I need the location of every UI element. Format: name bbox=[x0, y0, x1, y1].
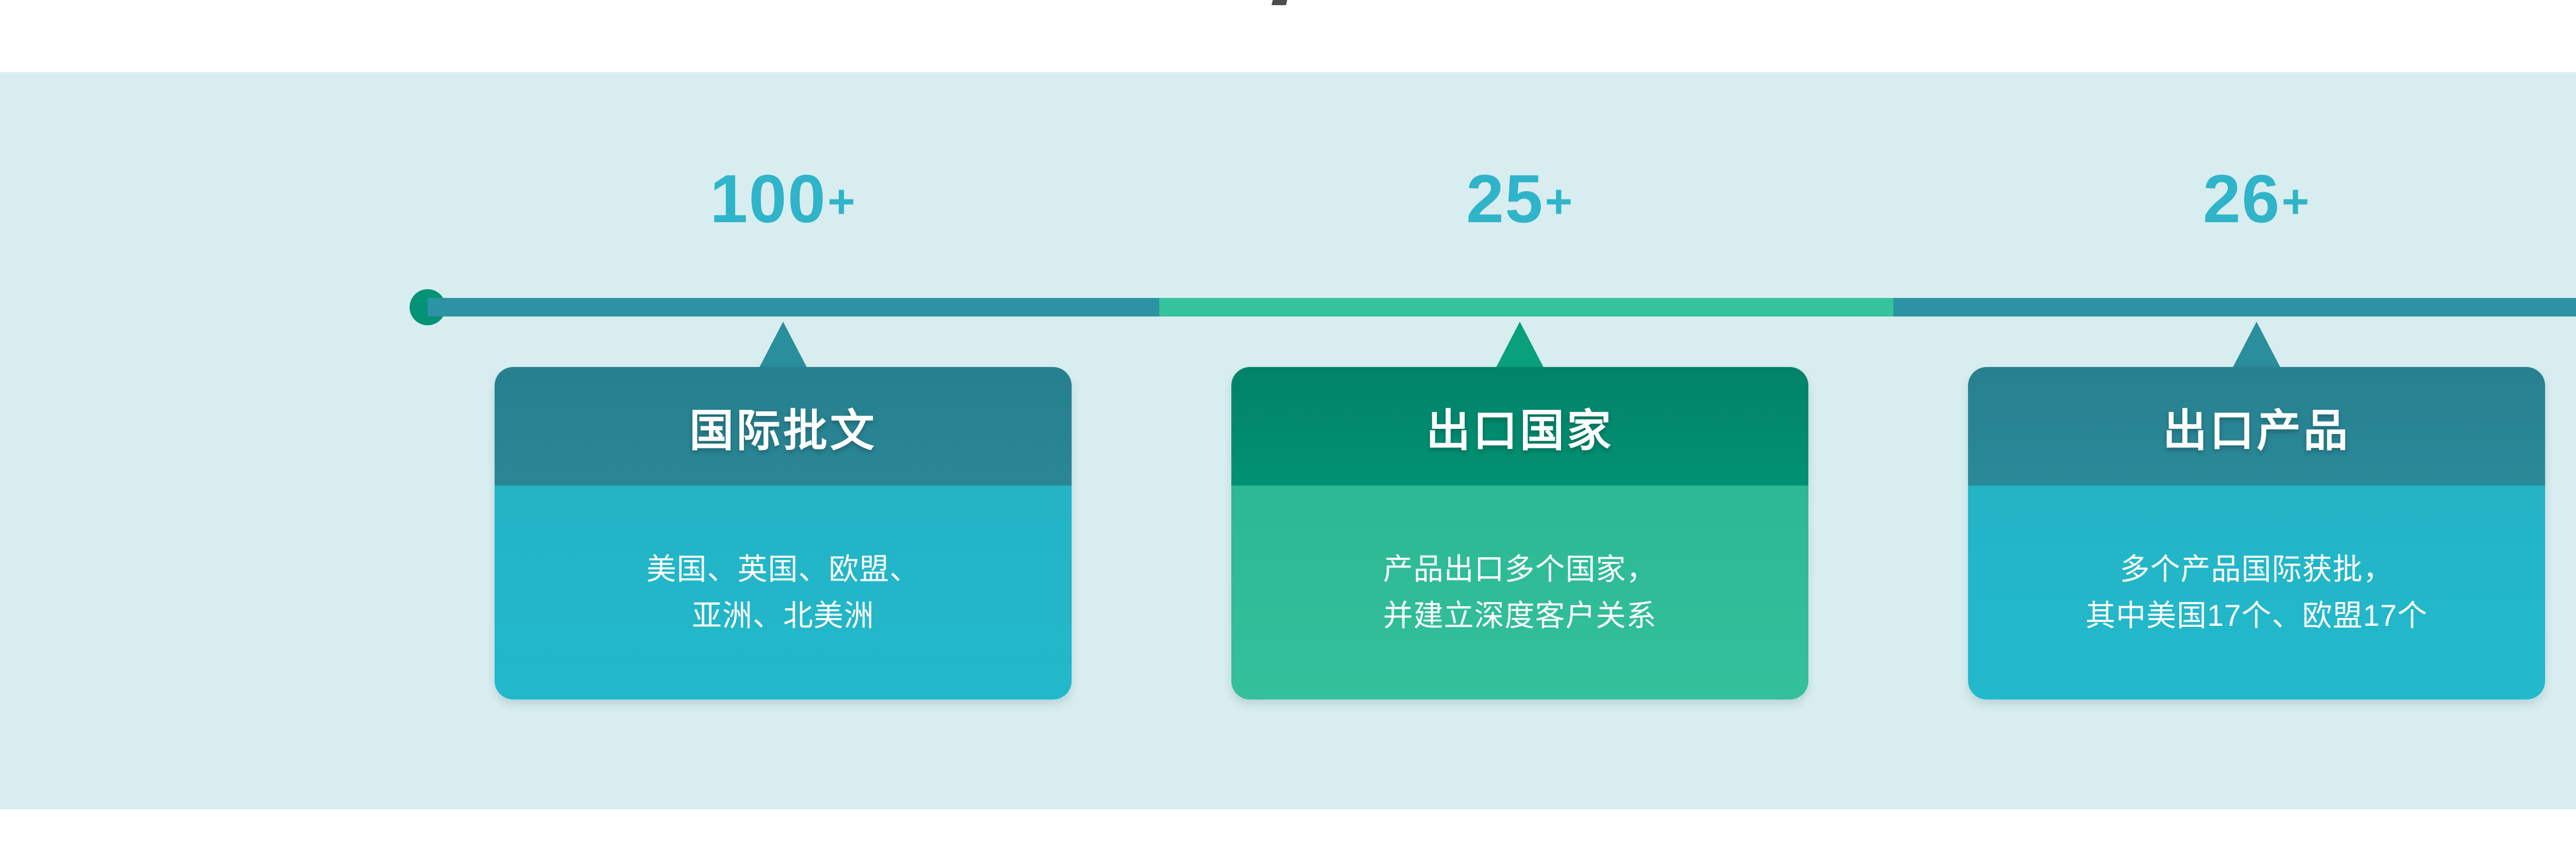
card-title: 出口产品 bbox=[2163, 406, 2350, 456]
stat-plus-suffix: + bbox=[2281, 175, 2311, 228]
card-pointer-3 bbox=[2230, 322, 2283, 373]
card-body-2: 产品出口多个国家， 并建立深度客户关系 bbox=[1231, 486, 1808, 700]
timeline-segment-1 bbox=[428, 298, 1159, 317]
card-description-line: 美国、英国、欧盟、 bbox=[646, 552, 920, 586]
card-pointer-1 bbox=[756, 322, 810, 373]
timeline-segment-2 bbox=[1159, 298, 1893, 317]
stat-number-1: 100+ bbox=[495, 165, 1072, 233]
card-header-1: 国际批文 bbox=[495, 367, 1072, 486]
card-description-line: 多个产品国际获批， bbox=[2120, 552, 2394, 586]
card-header-2: 出口国家 bbox=[1231, 367, 1808, 486]
timeline-segment-3 bbox=[1893, 298, 2576, 317]
stat-card-1[interactable]: 国际批文美国、英国、欧盟、亚洲、北美洲 bbox=[495, 367, 1072, 700]
card-description-line: 其中美国17个、欧盟17个 bbox=[2085, 598, 2428, 632]
stat-number-3: 26+ bbox=[1968, 165, 2545, 233]
card-header-3: 出口产品 bbox=[1968, 367, 2545, 486]
card-body-1: 美国、英国、欧盟、亚洲、北美洲 bbox=[495, 486, 1072, 700]
card-description-line: 产品出口多个国家， bbox=[1383, 552, 1657, 586]
card-body-3: 多个产品国际获批， 其中美国17个、欧盟17个 bbox=[1968, 486, 2545, 700]
stat-value: 100 bbox=[710, 161, 827, 237]
stat-value: 25 bbox=[1466, 161, 1544, 237]
stat-number-2: 25+ bbox=[1231, 165, 1808, 233]
stat-card-2[interactable]: 出口国家产品出口多个国家， 并建立深度客户关系 bbox=[1231, 367, 1808, 700]
card-description-line: 并建立深度客户关系 bbox=[1383, 598, 1657, 632]
card-title: 出口国家 bbox=[1426, 406, 1614, 456]
clipped-text-fragment bbox=[1272, 0, 1288, 5]
stat-card-3[interactable]: 出口产品多个产品国际获批， 其中美国17个、欧盟17个 bbox=[1968, 367, 2545, 700]
timeline-bar bbox=[410, 289, 2576, 325]
card-title: 国际批文 bbox=[689, 406, 877, 456]
card-description-line: 亚洲、北美洲 bbox=[691, 598, 874, 632]
stat-plus-suffix: + bbox=[1545, 175, 1574, 228]
card-pointer-2 bbox=[1493, 322, 1547, 373]
stat-value: 26 bbox=[2202, 161, 2281, 237]
stat-plus-suffix: + bbox=[827, 175, 856, 228]
